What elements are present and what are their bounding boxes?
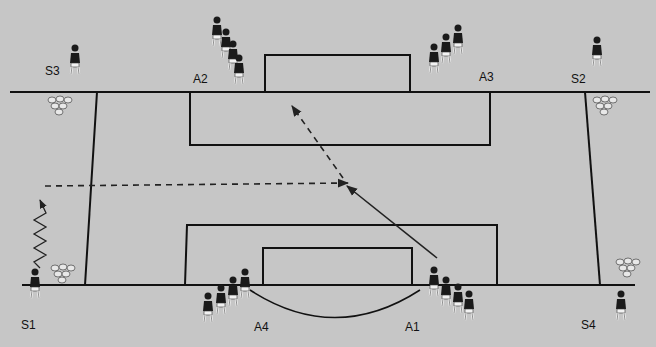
player-figure bbox=[616, 291, 626, 321]
ball-pile bbox=[48, 96, 72, 115]
goal-area bbox=[265, 55, 410, 92]
run-arrow bbox=[292, 106, 343, 178]
position-label: A3 bbox=[478, 70, 495, 84]
dribble-arrow bbox=[34, 200, 46, 268]
player-figure bbox=[429, 44, 439, 74]
player-figure bbox=[453, 25, 463, 55]
pass-arrow bbox=[347, 186, 437, 258]
players bbox=[30, 17, 626, 323]
goal-area bbox=[263, 248, 412, 285]
position-label: A1 bbox=[404, 320, 421, 334]
player-figure bbox=[441, 34, 451, 64]
player-figure bbox=[216, 285, 226, 315]
player-figure bbox=[234, 55, 244, 85]
run-arrow bbox=[45, 183, 348, 186]
ball-pile bbox=[593, 96, 617, 115]
penalty-area bbox=[185, 225, 497, 285]
side-line bbox=[585, 92, 600, 285]
penalty-area bbox=[190, 92, 490, 145]
side-line bbox=[85, 92, 97, 285]
player-figure bbox=[30, 269, 40, 299]
end-line bbox=[22, 284, 635, 286]
player-figure bbox=[212, 17, 222, 47]
position-label: S2 bbox=[570, 72, 587, 86]
position-label: S1 bbox=[20, 318, 37, 332]
position-label: A2 bbox=[192, 72, 209, 86]
movement-arrows bbox=[34, 106, 437, 268]
player-figure bbox=[464, 291, 474, 321]
end-line bbox=[10, 91, 650, 93]
ball-piles bbox=[48, 96, 640, 283]
ball-pile bbox=[51, 264, 75, 283]
player-figure bbox=[592, 37, 602, 67]
position-label: S4 bbox=[580, 318, 597, 332]
player-figure bbox=[203, 293, 213, 323]
player-figure bbox=[453, 284, 463, 314]
penalty-arc bbox=[250, 290, 420, 318]
player-figure bbox=[240, 269, 250, 299]
player-figure bbox=[70, 45, 80, 75]
player-figure bbox=[441, 277, 451, 307]
position-label: A4 bbox=[253, 320, 270, 334]
player-figure bbox=[429, 267, 439, 297]
position-label: S3 bbox=[44, 64, 61, 78]
pitch-lines bbox=[10, 55, 650, 318]
player-figure bbox=[228, 277, 238, 307]
ball-pile bbox=[616, 258, 640, 277]
